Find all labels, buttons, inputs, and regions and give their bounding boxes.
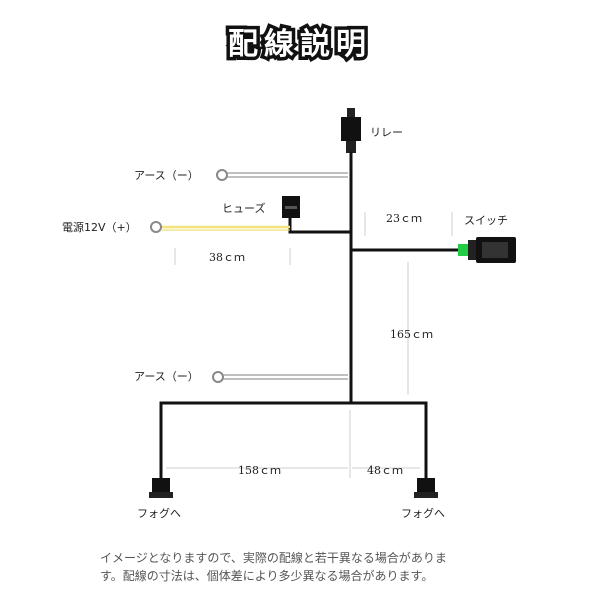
dim-23cm: 23ｃｍ (386, 212, 422, 225)
switch-label: スイッチ (464, 214, 508, 227)
dim-158cm: 158ｃｍ (238, 464, 281, 477)
note-line-2: す。配線の寸法は、個体差により多少異なる場合があります。 (100, 568, 433, 583)
fog-right-label: フォグへ (401, 506, 445, 520)
earth-top-label: アース（ー） (134, 169, 199, 182)
dim-165cm: 165ｃｍ (390, 328, 433, 341)
dim-48cm: 48ｃｍ (367, 464, 403, 477)
fuse-label: ヒューズ (222, 201, 265, 215)
note-line-1: イメージとなりますので、実際の配線と若干異なる場合がありま (100, 550, 447, 565)
fuse (282, 196, 300, 218)
power-wire (150, 221, 290, 233)
switch (458, 237, 516, 263)
page-title: 配線説明 (228, 27, 372, 62)
dim-38cm: 38ｃｍ (209, 251, 245, 264)
earth-wire-bottom (212, 371, 348, 383)
fog-connector-left (149, 478, 173, 498)
power-label: 電源12V（+） (62, 220, 137, 234)
dimension-guides (166, 212, 453, 478)
earth-wire-top (216, 169, 348, 181)
fog-left-label: フォグへ (137, 506, 181, 520)
fog-connector-right (414, 478, 438, 498)
relay-label: リレー (370, 126, 403, 139)
relay (341, 108, 361, 153)
earth-bottom-label: アース（ー） (134, 370, 199, 383)
main-harness (159, 151, 460, 480)
